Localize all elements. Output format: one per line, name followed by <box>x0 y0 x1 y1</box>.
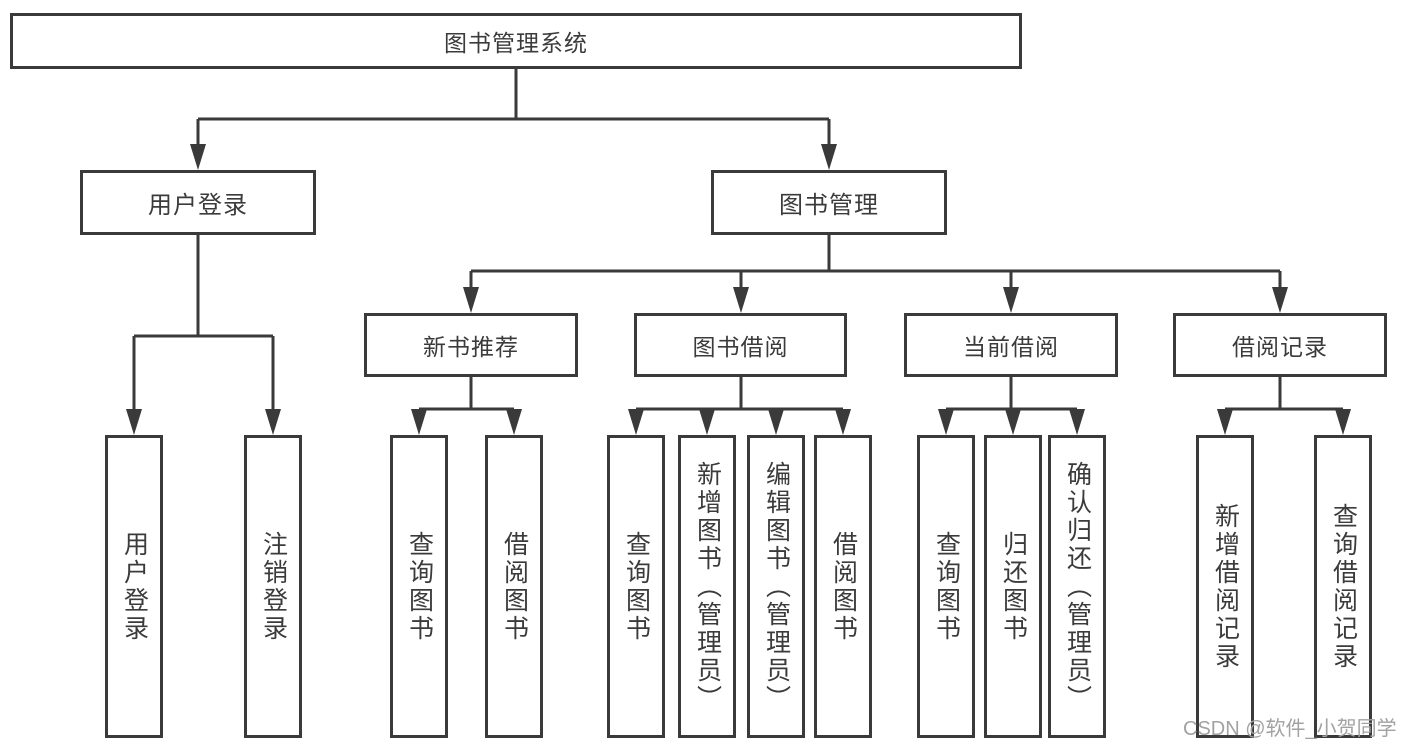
leaf-query-borrow-record: 查询借阅记录 <box>1314 435 1372 738</box>
node-label: 新书推荐 <box>423 334 519 360</box>
leaf-edit-books-admin: 编辑图书（管理员） <box>747 435 805 738</box>
node-label: 查询图书 <box>932 530 961 643</box>
node-label: 编辑图书（管理员） <box>762 460 791 713</box>
arrowheads <box>126 144 1351 435</box>
leaf-borrow-books-recommend: 借阅图书 <box>485 435 543 738</box>
node-label: 借阅记录 <box>1232 334 1328 360</box>
node-label: 新增图书（管理员） <box>693 460 722 713</box>
node-label: 借阅图书 <box>829 530 858 643</box>
leaf-add-books-admin: 新增图书（管理员） <box>678 435 736 738</box>
leaf-query-books-recommend: 查询图书 <box>390 435 448 738</box>
leaf-return-books: 归还图书 <box>984 435 1042 738</box>
node-label: 图书管理 <box>779 192 879 219</box>
node-new-book-recommend: 新书推荐 <box>364 313 578 377</box>
node-borrow-records: 借阅记录 <box>1173 313 1387 377</box>
leaf-add-borrow-record: 新增借阅记录 <box>1196 435 1254 738</box>
node-label: 图书管理系统 <box>444 30 588 56</box>
node-book-borrow: 图书借阅 <box>634 313 847 377</box>
leaf-borrow-books: 借阅图书 <box>814 435 872 738</box>
node-label: 用户登录 <box>120 530 149 643</box>
node-label: 当前借阅 <box>963 334 1059 360</box>
node-label: 查询图书 <box>405 530 434 643</box>
leaf-user-login: 用户登录 <box>105 435 163 738</box>
leaf-confirm-return-admin: 确认归还（管理员） <box>1048 435 1106 738</box>
node-book-management: 图书管理 <box>711 170 947 235</box>
node-label: 图书借阅 <box>692 334 789 360</box>
csdn-watermark: CSDN @软件_小贺同学 <box>1183 718 1397 740</box>
node-label: 注销登录 <box>259 530 288 643</box>
node-label: 新增借阅记录 <box>1211 502 1240 671</box>
node-current-borrow: 当前借阅 <box>904 313 1118 377</box>
node-label: 用户登录 <box>148 192 248 219</box>
node-label: 查询借阅记录 <box>1329 502 1358 671</box>
leaf-query-books-borrow: 查询图书 <box>607 435 665 738</box>
node-user-login: 用户登录 <box>80 170 316 235</box>
node-label: 确认归还（管理员） <box>1063 460 1092 713</box>
leaf-query-books-current: 查询图书 <box>917 435 975 738</box>
node-label: 归还图书 <box>999 530 1028 643</box>
node-label: 查询图书 <box>622 530 651 643</box>
node-label: 借阅图书 <box>500 530 529 643</box>
leaf-logout-login: 注销登录 <box>244 435 302 738</box>
node-library-management-system: 图书管理系统 <box>10 13 1022 69</box>
